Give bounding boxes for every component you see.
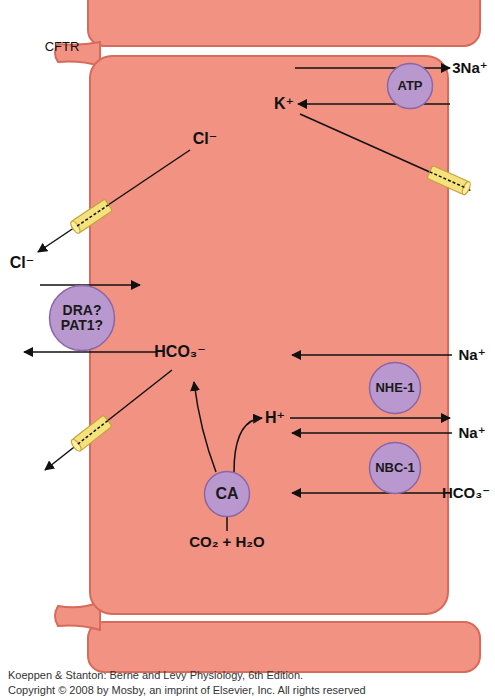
circle-content: ATP (386, 62, 434, 110)
circle-content: NHE-1 (368, 361, 422, 415)
flux-arrow (295, 67, 450, 69)
reaction-label: CO₂ + H₂O (189, 534, 264, 551)
circle-shape (370, 443, 421, 494)
flux-arrow (45, 370, 172, 470)
flux-arrow (24, 351, 156, 353)
flux-arrow (38, 150, 190, 252)
transporter-name: DRA? PAT1? (52, 303, 112, 332)
circle-shape (370, 363, 421, 414)
reaction-arrow (234, 418, 262, 472)
transporter-name: CA (215, 486, 238, 503)
channel-label: CFTR (45, 40, 80, 54)
circle-content: CA (203, 470, 251, 518)
flux-arrow (292, 432, 452, 434)
copyright-note: Koeppen & Stanton: Berne and Levy Physio… (8, 669, 303, 681)
ion-label: K⁺ (274, 95, 294, 113)
channel-symbol (69, 199, 112, 235)
flux-arrow (292, 492, 445, 494)
ion-label: HCO₃⁻ (442, 485, 490, 502)
flux-arrow (290, 417, 450, 419)
circle-content: NBC-1 (368, 441, 422, 495)
upper-cell (88, 0, 480, 46)
ion-label: Na⁺ (458, 347, 485, 364)
transporter-name: NHE-1 (375, 381, 414, 395)
flux-arrow (292, 354, 452, 356)
circle-shape (205, 472, 250, 517)
transporter-circle: CA (203, 470, 251, 518)
flux-arrow (40, 284, 140, 286)
ion-label: Cl⁻ (10, 254, 34, 272)
reaction-line (226, 516, 228, 531)
circle-shape (388, 64, 433, 109)
ion-label: H⁺ (265, 409, 285, 427)
lower-cell (88, 622, 480, 672)
flux-arrow (300, 114, 470, 190)
transporter-circle: DRA? PAT1? (48, 284, 116, 352)
ion-label: Na⁺ (458, 425, 485, 442)
flux-arrow (298, 103, 450, 105)
transporter-circle: ATP (386, 62, 434, 110)
transporter-circle: NBC-1 (368, 441, 422, 495)
ion-label: HCO₃⁻ (154, 343, 205, 361)
circle-shape (50, 286, 115, 351)
ion-label: 3Na⁺ (452, 60, 487, 77)
transporter-name: ATP (397, 79, 422, 93)
ion-label: Cl⁻ (193, 130, 217, 148)
tight-junction (55, 602, 100, 630)
channel-symbol (427, 165, 472, 195)
copyright-note: Copyright © 2008 by Mosby, an imprint of… (8, 684, 366, 696)
transporter-name: NBC-1 (375, 461, 415, 475)
transporter-circle: NHE-1 (368, 361, 422, 415)
duct-cell (90, 56, 448, 614)
reaction-arrow (194, 382, 216, 472)
channel-symbol (70, 415, 113, 453)
circle-content: DRA? PAT1? (48, 284, 116, 352)
